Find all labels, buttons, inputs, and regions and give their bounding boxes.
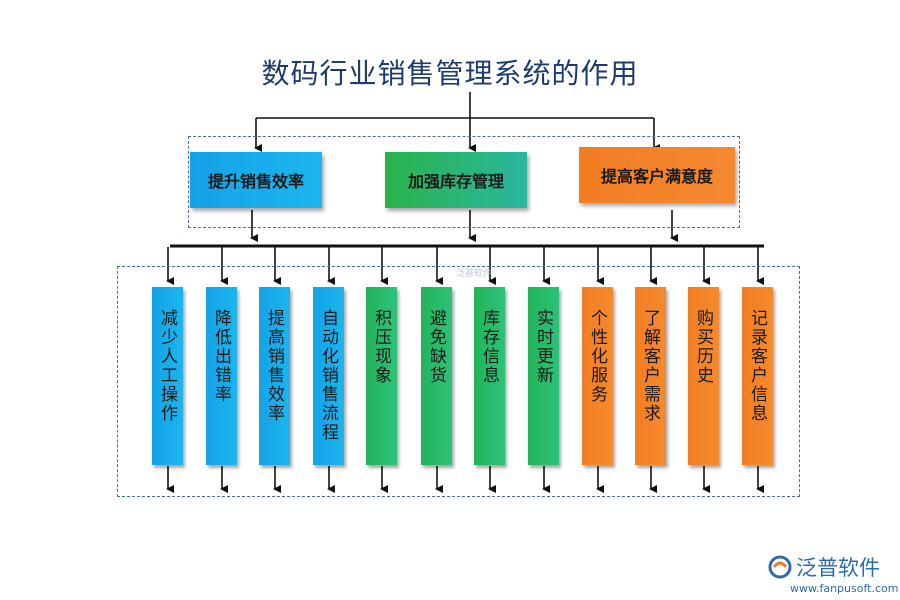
brand-name: 泛普软件 — [796, 556, 880, 580]
item-box: 库存信息 — [474, 287, 505, 465]
item-label: 提高销售效率 — [264, 309, 284, 423]
item-label: 实时更新 — [533, 309, 553, 385]
items-group-frame — [117, 266, 800, 497]
category-inventory-management: 加强库存管理 — [385, 152, 527, 208]
brand-logo: 泛普软件 — [768, 552, 880, 582]
item-label: 库存信息 — [479, 309, 499, 385]
item-label: 减少人工操作 — [157, 309, 177, 423]
item-label: 积压现象 — [371, 309, 391, 385]
item-box: 记录客户信息 — [742, 287, 773, 465]
item-box: 减少人工操作 — [152, 287, 183, 465]
item-box: 避免缺货 — [421, 287, 452, 465]
item-box: 个性化服务 — [582, 287, 613, 465]
item-box: 降低出错率 — [206, 287, 237, 465]
item-label: 避免缺货 — [426, 309, 446, 385]
item-box: 积压现象 — [366, 287, 397, 465]
item-label: 自动化销售流程 — [318, 309, 338, 442]
diagram-title: 数码行业销售管理系统的作用 — [261, 57, 639, 90]
item-box: 购买历史 — [688, 287, 719, 465]
item-label: 降低出错率 — [211, 309, 231, 404]
item-label: 购买历史 — [693, 309, 713, 385]
item-box: 提高销售效率 — [259, 287, 290, 465]
item-box: 自动化销售流程 — [313, 287, 344, 465]
watermark: 泛普软件 — [456, 269, 493, 279]
item-label: 了解客户需求 — [640, 309, 660, 423]
category-customer-satisfaction: 提高客户满意度 — [579, 147, 735, 203]
brand-logo-icon — [768, 555, 792, 579]
item-label: 记录客户信息 — [747, 309, 767, 423]
category-sales-efficiency: 提升销售效率 — [190, 152, 322, 208]
category-group-frame — [188, 136, 740, 228]
item-label: 个性化服务 — [587, 309, 607, 404]
brand-url: www.fanpusoft.com — [790, 582, 899, 595]
item-box: 了解客户需求 — [635, 287, 666, 465]
item-box: 实时更新 — [528, 287, 559, 465]
